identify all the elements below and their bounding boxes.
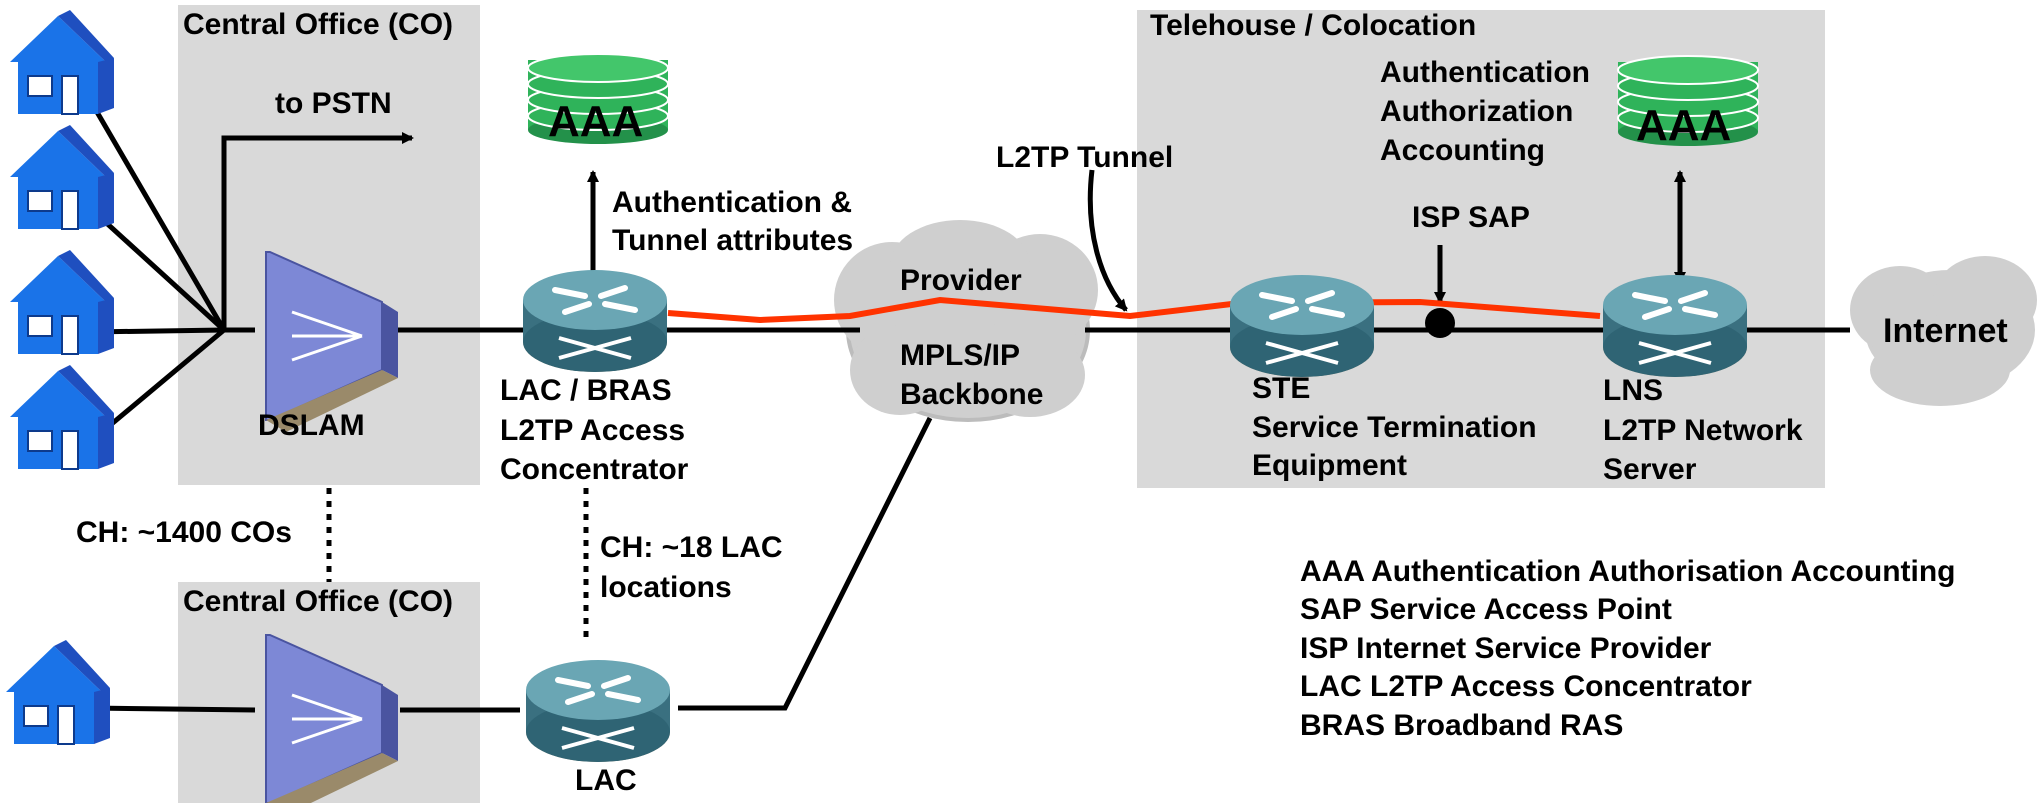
- house-icon-3: [9, 249, 115, 355]
- legend-item-aaa: AAA Authentication Authorisation Account…: [1300, 555, 1956, 588]
- dotted-links: [326, 488, 589, 642]
- auth-tunnel-label-line1: Authentication &: [612, 186, 852, 219]
- l2tp-tunnel-label: L2TP Tunnel: [996, 141, 1173, 174]
- central-office-bottom-title: Central Office (CO): [183, 585, 453, 618]
- internet-label: Internet: [1883, 312, 2008, 350]
- ste-label-line1: STE: [1252, 372, 1310, 405]
- isp-sap-point: [1425, 308, 1455, 338]
- internet-cloud: [1850, 256, 2037, 406]
- cloud-provider-label-line3: Backbone: [900, 378, 1043, 411]
- legend-item-sap: SAP Service Access Point: [1300, 593, 1672, 626]
- legend-item-lac: LAC L2TP Access Concentrator: [1300, 670, 1752, 703]
- house-icon-2: [9, 124, 115, 230]
- lac-bottom-label: LAC: [575, 764, 637, 797]
- house-icon-4: [9, 364, 115, 470]
- to-pstn-label: to PSTN: [275, 87, 392, 120]
- lac-bras-label-line2: L2TP Access: [500, 414, 685, 447]
- aaa-full-label-line3: Accounting: [1380, 134, 1545, 167]
- l2tp-tunnel-line: [667, 296, 1601, 324]
- lns-label-line3: Server: [1603, 453, 1697, 486]
- aaa-right-label: AAA: [1636, 101, 1731, 150]
- ste-label-line2: Service Termination: [1252, 411, 1537, 444]
- telehouse-title: Telehouse / Colocation: [1150, 9, 1476, 42]
- lns-router-icon: [1603, 275, 1747, 377]
- legend-item-bras: BRAS Broadband RAS: [1300, 709, 1623, 742]
- ch-lac-label-line2: locations: [600, 571, 732, 604]
- aaa-full-label-line2: Authorization: [1380, 95, 1573, 128]
- ste-label-line3: Equipment: [1252, 449, 1407, 482]
- house-icon-1: [9, 9, 115, 115]
- ch-lac-label-line1: CH: ~18 LAC: [600, 531, 783, 564]
- lac-bottom-router-icon: [526, 660, 670, 762]
- lns-label-line1: LNS: [1603, 374, 1663, 407]
- lns-label-line2: L2TP Network: [1603, 414, 1803, 447]
- ste-router-icon: [1230, 275, 1374, 377]
- ch-cos-label: CH: ~1400 COs: [76, 516, 292, 549]
- aaa-full-label-line1: Authentication: [1380, 56, 1590, 89]
- aaa-left-label: AAA: [548, 97, 643, 146]
- isp-sap-label: ISP SAP: [1412, 201, 1530, 234]
- cloud-provider-label-line1: Provider: [900, 264, 1022, 297]
- legend-item-isp: ISP Internet Service Provider: [1300, 632, 1712, 665]
- lac-bras-label-line1: LAC / BRAS: [500, 374, 672, 407]
- central-office-top-title: Central Office (CO): [183, 8, 453, 41]
- auth-tunnel-label-line2: Tunnel attributes: [612, 224, 853, 257]
- lac-bras-router-icon: [523, 270, 667, 372]
- house-icon-5: [5, 639, 111, 745]
- lac-bras-label-line3: Concentrator: [500, 453, 689, 486]
- dslam-label: DSLAM: [258, 409, 365, 442]
- legend: AAA Authentication Authorisation Account…: [1300, 555, 1956, 742]
- cloud-provider-label-line2: MPLS/IP: [900, 339, 1020, 372]
